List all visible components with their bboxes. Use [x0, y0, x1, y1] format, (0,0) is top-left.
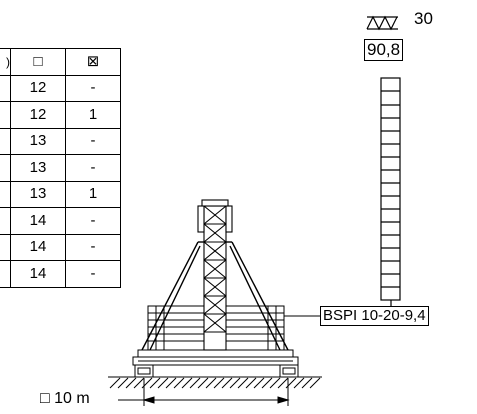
table-row: 14-	[0, 207, 121, 235]
ballast-cell: 1	[65, 101, 121, 129]
square-icon: □	[10, 48, 66, 76]
small-mast	[197, 199, 233, 351]
jib-value: 30	[414, 9, 433, 28]
table-row: 13-	[0, 127, 121, 155]
sections-cell: 14	[10, 207, 66, 235]
ballast-cell: -	[65, 127, 121, 155]
ballast-cell: -	[65, 233, 121, 261]
ground-hatch	[108, 376, 322, 389]
dimension-line	[118, 378, 290, 406]
ballast-cell: -	[65, 74, 121, 102]
sections-cell: 13	[10, 154, 66, 182]
height-label: 90,8	[364, 39, 404, 61]
table-header-row: ) □ ⊠	[0, 48, 121, 76]
wheels	[134, 364, 299, 378]
table-row: 14-	[0, 260, 121, 288]
crossed-box-icon: ⊠	[65, 48, 121, 76]
table-row: 13-	[0, 154, 121, 182]
tower-mast	[380, 77, 401, 301]
base-type-label: BSPI 10-20-9,4	[320, 306, 429, 326]
sections-cell: 12	[10, 101, 66, 129]
sections-cell: 13	[10, 127, 66, 155]
ballast-cell: -	[65, 154, 121, 182]
sections-cell: 14	[10, 260, 66, 288]
guy-struts	[141, 241, 289, 351]
ballast-cell: -	[65, 260, 121, 288]
sections-cell: 14	[10, 233, 66, 261]
sections-cell: 13	[10, 180, 66, 208]
ballast-cell: -	[65, 207, 121, 235]
table-row: 12-	[0, 74, 121, 102]
table-row: 14-	[0, 233, 121, 261]
dimension-label: □ 10 m	[40, 390, 90, 407]
ballast-cell: 1	[65, 180, 121, 208]
sections-cell: 12	[10, 74, 66, 102]
jib-truss-icon	[366, 15, 398, 31]
header-cut-label: )	[0, 48, 11, 76]
